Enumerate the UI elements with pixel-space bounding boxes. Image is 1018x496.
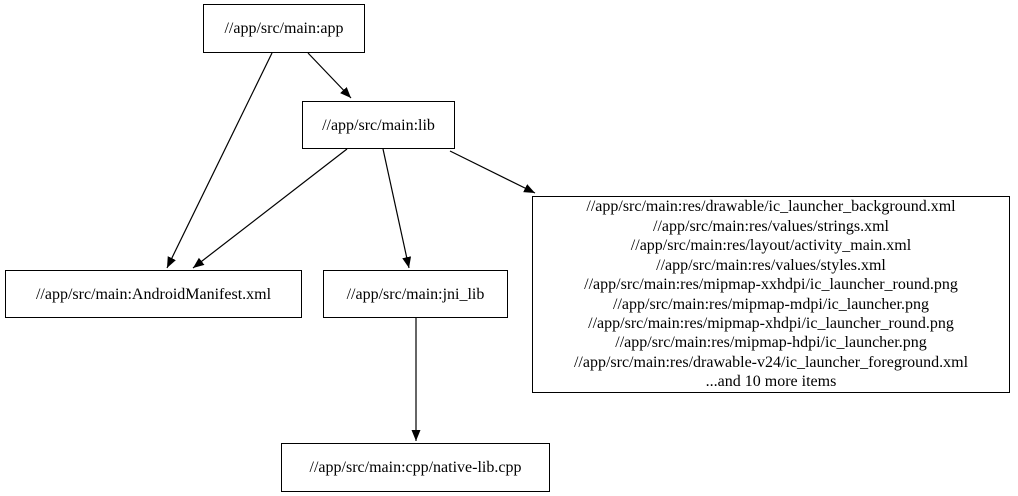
node-lib: //app/src/main:lib bbox=[302, 101, 455, 149]
node-app-label: //app/src/main:app bbox=[224, 20, 344, 37]
resource-item: //app/src/main:res/mipmap-xhdpi/ic_launc… bbox=[588, 314, 954, 332]
node-jni-lib-label: //app/src/main:jni_lib bbox=[346, 285, 485, 303]
resource-more-items: ...and 10 more items bbox=[705, 373, 837, 391]
resource-item: //app/src/main:res/mipmap-xxhdpi/ic_laun… bbox=[584, 276, 958, 294]
node-android-manifest: //app/src/main:AndroidManifest.xml bbox=[5, 270, 302, 318]
edge-app-to-manifest bbox=[166, 52, 273, 269]
node-android-manifest-label: //app/src/main:AndroidManifest.xml bbox=[35, 285, 272, 303]
edge-lib-to-jni-lib bbox=[382, 148, 412, 269]
resource-item: //app/src/main:res/values/strings.xml bbox=[653, 217, 889, 235]
resource-item: //app/src/main:res/drawable/ic_launcher_… bbox=[586, 198, 956, 216]
resource-item: //app/src/main:res/layout/activity_main.… bbox=[630, 237, 912, 255]
node-app: //app/src/main:app bbox=[203, 4, 365, 53]
resource-item: //app/src/main:res/mipmap-hdpi/ic_launch… bbox=[615, 334, 927, 352]
node-native-lib-cpp: //app/src/main:cpp/native-lib.cpp bbox=[281, 443, 550, 492]
node-native-lib-cpp-label: //app/src/main:cpp/native-lib.cpp bbox=[309, 459, 522, 476]
node-resource-group: //app/src/main:res/drawable/ic_launcher_… bbox=[532, 196, 1010, 393]
node-jni-lib: //app/src/main:jni_lib bbox=[323, 270, 508, 318]
resource-item: //app/src/main:res/mipmap-mdpi/ic_launch… bbox=[613, 295, 929, 313]
resource-item: //app/src/main:res/values/styles.xml bbox=[656, 256, 886, 274]
edge-app-to-lib bbox=[307, 52, 352, 99]
edge-lib-to-manifest bbox=[192, 148, 348, 269]
resource-item: //app/src/main:res/drawable-v24/ic_launc… bbox=[573, 353, 969, 371]
edge-lib-to-res-group bbox=[449, 150, 536, 194]
node-lib-label: //app/src/main:lib bbox=[322, 116, 435, 134]
